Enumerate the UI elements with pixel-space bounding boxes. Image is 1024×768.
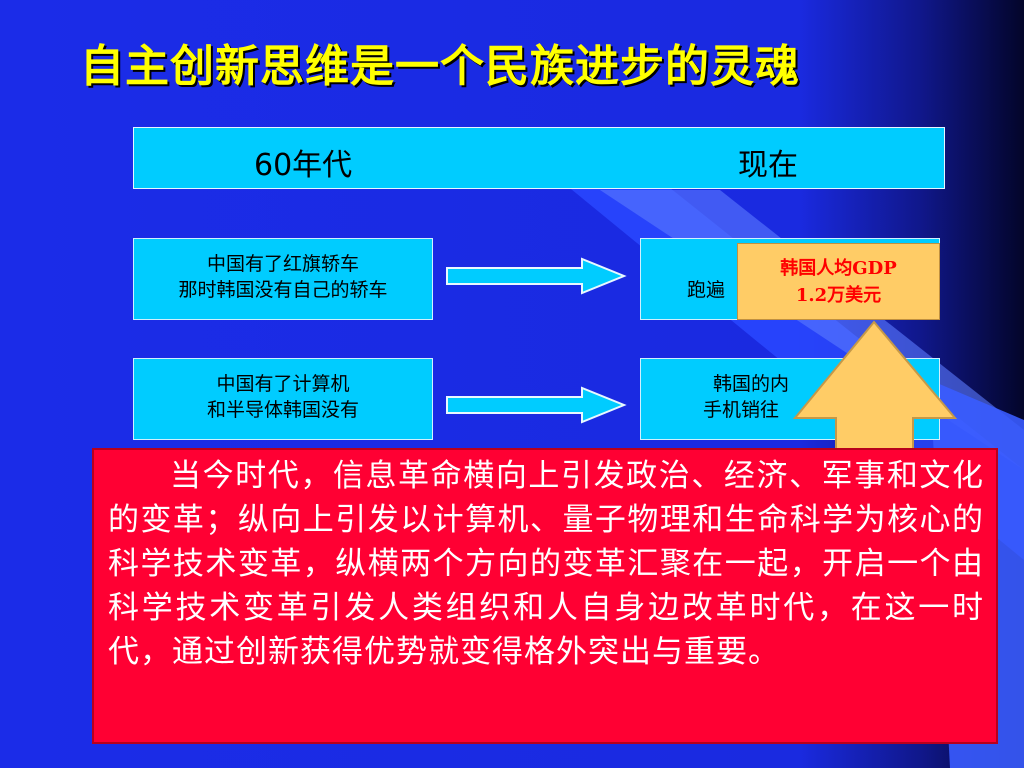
- timeline-header: 60年代 现在: [133, 127, 945, 189]
- gdp-callout-line2: 1.2万美元: [795, 285, 882, 306]
- left-box-computer: 中国有了计算机 和半导体韩国没有: [133, 358, 433, 440]
- right-box-car-line2: 跑遍: [687, 279, 726, 301]
- left-box-car: 中国有了红旗轿车 那时韩国没有自己的轿车: [133, 238, 433, 320]
- header-now: 现在: [738, 148, 798, 183]
- left-box-computer-line2: 和半导体韩国没有: [206, 399, 359, 421]
- left-box-computer-line1: 中国有了计算机: [216, 373, 350, 395]
- left-box-car-line1: 中国有了红旗轿车: [206, 253, 359, 275]
- gdp-callout: 韩国人均GDP 1.2万美元: [737, 243, 940, 320]
- header-60s: 60年代: [254, 148, 353, 183]
- up-arrow-icon: [792, 320, 958, 451]
- left-box-car-line2: 那时韩国没有自己的轿车: [178, 279, 388, 301]
- right-arrow-icon: [446, 257, 627, 295]
- right-arrow-icon: [446, 386, 627, 424]
- right-box-phone-line2: 手机销往: [703, 399, 780, 421]
- right-box-phone-line1: 韩国的内: [713, 373, 790, 395]
- summary-paragraph: 当今时代，信息革命横向上引发政治、经济、军事和文化的变革；纵向上引发以计算机、量…: [92, 448, 998, 744]
- slide-title: 自主创新思维是一个民族进步的灵魂: [80, 41, 800, 92]
- gdp-callout-line1: 韩国人均GDP: [780, 258, 897, 279]
